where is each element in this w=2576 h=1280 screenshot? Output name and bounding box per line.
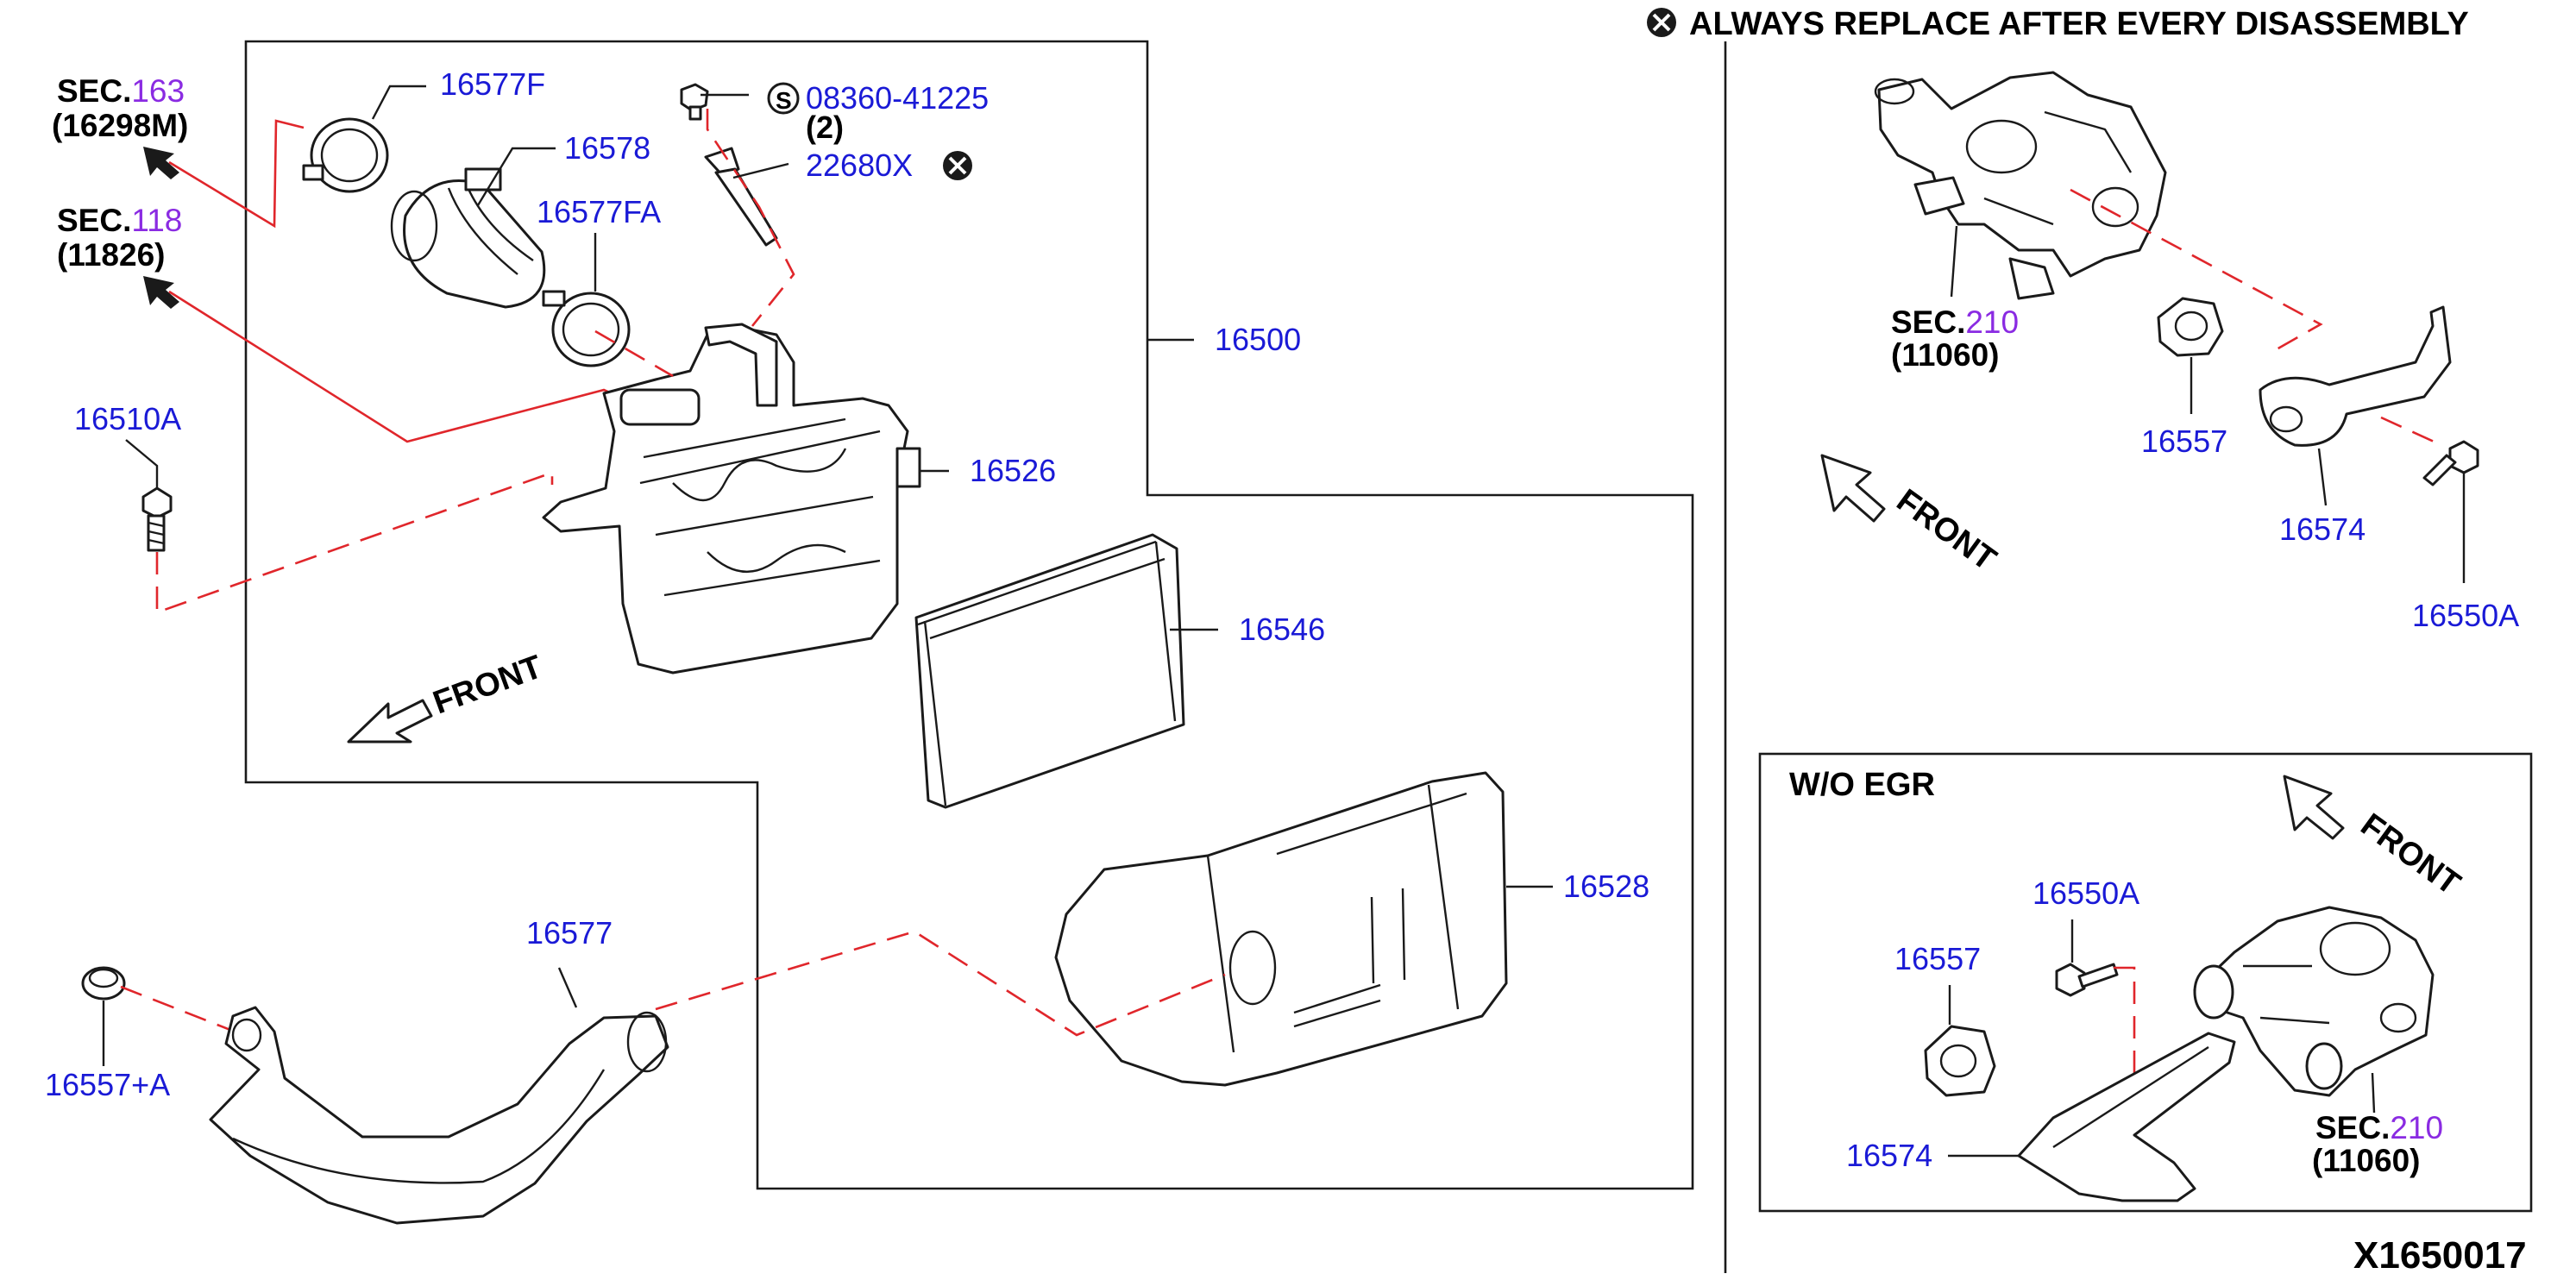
- part-16577F[interactable]: 16577F: [440, 66, 545, 102]
- part-16574-right[interactable]: 16574: [2279, 511, 2366, 547]
- sec-code: (11826): [57, 237, 166, 273]
- leader-line: [2371, 1072, 2376, 1114]
- sec-118-reference[interactable]: SEC.118 (11826): [57, 203, 182, 273]
- part-16500[interactable]: 16500: [1215, 322, 1301, 357]
- part-16578[interactable]: 16578: [564, 130, 650, 166]
- svg-text:SEC.118: SEC.118: [57, 203, 182, 238]
- leader-line: [125, 439, 159, 488]
- svg-text:SEC.210: SEC.210: [1891, 304, 2019, 340]
- bolt-routing-line: [2380, 416, 2442, 447]
- figure-code: X1650017: [2353, 1234, 2527, 1277]
- bolt-08360[interactable]: [680, 83, 709, 121]
- warning-text: ALWAYS REPLACE AFTER EVERY DISASSEMBLY: [1689, 6, 2469, 42]
- sec-prefix: SEC.: [2315, 1110, 2390, 1145]
- part-16577FA[interactable]: 16577FA: [537, 194, 661, 229]
- svg-text:SEC.210: SEC.210: [2315, 1110, 2443, 1145]
- sec-number: 210: [2390, 1110, 2443, 1145]
- bolt-16510A[interactable]: [141, 486, 173, 552]
- sec-code: (16298M): [52, 108, 188, 143]
- front-label: FRONT: [1890, 482, 2003, 578]
- case-routing-line: [655, 930, 1226, 1037]
- air-filter-element-16546[interactable]: [914, 533, 1185, 809]
- part-16557-wo-egr[interactable]: 16557: [1894, 941, 1981, 976]
- front-direction-indicator: FRONT: [347, 649, 547, 744]
- wo-egr-frame: [1758, 752, 2533, 1213]
- front-label: FRONT: [429, 649, 547, 721]
- grommet-16557A[interactable]: [81, 966, 126, 1001]
- sec-number: 163: [131, 73, 185, 109]
- part-16550A-wo-egr[interactable]: 16550A: [2033, 875, 2139, 911]
- part-08360-41225[interactable]: 08360-41225: [806, 80, 989, 116]
- sec-prefix: SEC.: [57, 203, 131, 238]
- part-16557-plus-A[interactable]: 16557+A: [45, 1067, 170, 1102]
- mass-air-flow-sensor-16578[interactable]: [390, 167, 546, 309]
- sec-210-reference-top[interactable]: SEC.210 (11060): [1891, 304, 2019, 373]
- replace-symbol-icon: [943, 151, 972, 180]
- part-16577[interactable]: 16577: [526, 915, 613, 951]
- arrow-up-left-icon: [143, 147, 179, 179]
- bolt-routing-line: [2114, 966, 2191, 1092]
- sensor-22680X[interactable]: [704, 147, 778, 247]
- leader-line: [371, 85, 426, 120]
- leader-line: [476, 147, 556, 206]
- air-cleaner-upper-16500[interactable]: [542, 323, 921, 675]
- leader-line: [2317, 448, 2328, 506]
- bracket-16574-right[interactable]: [2259, 305, 2452, 447]
- replace-symbol-icon: [1647, 8, 1676, 37]
- air-cleaner-lower-16528[interactable]: [1054, 771, 1508, 1087]
- clamp-16577F[interactable]: [302, 117, 389, 193]
- thermostat-housing[interactable]: [1874, 71, 2167, 300]
- part-16557-right[interactable]: 16557: [2141, 424, 2227, 459]
- part-22680X[interactable]: 22680X: [806, 147, 913, 183]
- mount-routing-line: [155, 471, 554, 614]
- grommet-16557-wo-egr[interactable]: [1924, 1025, 1996, 1097]
- clamp-routing-line: [594, 329, 674, 378]
- part-16546[interactable]: 16546: [1239, 612, 1325, 647]
- hose-routing-line: [168, 290, 624, 443]
- arrow-up-left-icon: [143, 276, 179, 309]
- bolt-16550A-right[interactable]: [2422, 440, 2479, 486]
- sec-number: 118: [131, 203, 182, 238]
- clamp-16577FA[interactable]: [542, 290, 631, 367]
- sec-number: 210: [1965, 304, 2019, 340]
- sec-prefix: SEC.: [1891, 304, 1965, 340]
- part-08360-qty: (2): [806, 110, 844, 145]
- air-duct-16577[interactable]: [209, 1006, 669, 1225]
- bolt-16550A-wo-egr[interactable]: [2055, 963, 2119, 997]
- front-label: FRONT: [2354, 806, 2467, 902]
- front-direction-indicator: FRONT: [2283, 775, 2467, 902]
- leader-line: [732, 162, 789, 179]
- part-16526[interactable]: 16526: [970, 453, 1056, 488]
- sec-code: (11060): [1891, 337, 2000, 373]
- svg-text:SEC.163: SEC.163: [57, 73, 185, 109]
- sec-163-reference[interactable]: SEC.163 (16298M): [52, 73, 188, 143]
- leader-line: [557, 967, 578, 1008]
- sec-210-reference-bottom[interactable]: SEC.210 (11060): [2312, 1110, 2443, 1178]
- s-symbol-label: S: [776, 87, 792, 114]
- wo-egr-title: W/O EGR: [1789, 767, 1935, 803]
- s-symbol-icon: S: [767, 82, 800, 115]
- front-direction-indicator: FRONT: [1820, 454, 2003, 578]
- bracket-16574-wo-egr[interactable]: [2017, 1032, 2236, 1202]
- housing-routing-line: [2070, 188, 2323, 355]
- part-16574-wo-egr[interactable]: 16574: [1846, 1138, 1932, 1173]
- sec-code: (11060): [2312, 1143, 2421, 1178]
- part-16550A-right[interactable]: 16550A: [2412, 598, 2519, 633]
- grommet-16557-right[interactable]: [2157, 297, 2224, 357]
- sec-prefix: SEC.: [57, 73, 131, 109]
- grommet-routing-line: [120, 985, 236, 1033]
- thermostat-housing-wo-egr[interactable]: [2193, 906, 2435, 1097]
- part-16528[interactable]: 16528: [1563, 869, 1649, 904]
- sensor-routing-line: [706, 109, 795, 327]
- part-16510A[interactable]: 16510A: [74, 401, 181, 436]
- main-assembly-frame: [244, 40, 1694, 1190]
- hose-routing-line: [168, 119, 305, 229]
- leader-line: [1950, 225, 1958, 298]
